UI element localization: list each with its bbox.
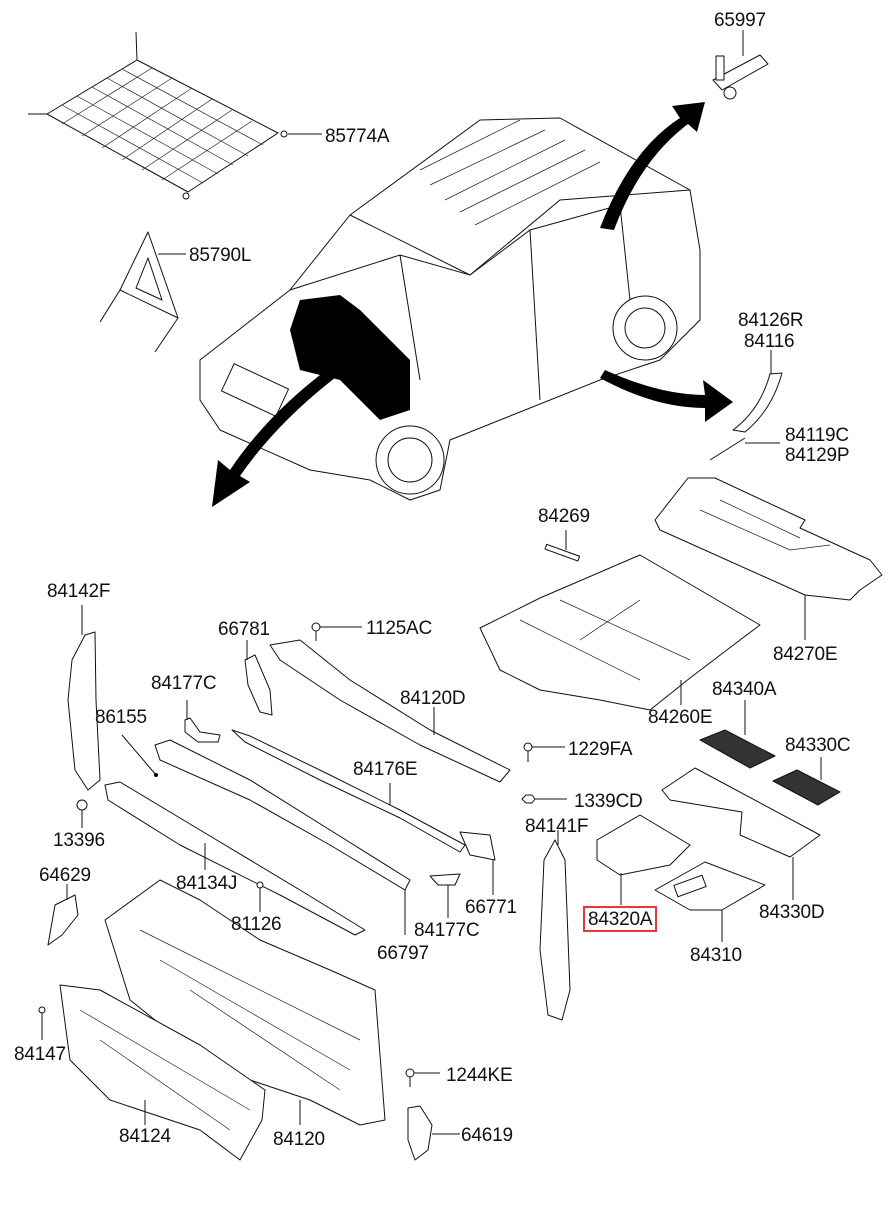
wheel-guard-drawing bbox=[709, 350, 783, 461]
part-label-66797[interactable]: 66797 bbox=[377, 943, 429, 964]
vehicle-drawing bbox=[199, 117, 701, 501]
part-label-64629[interactable]: 64629 bbox=[39, 865, 91, 886]
fasteners-drawing bbox=[38, 622, 567, 1161]
dash-insulators-drawing bbox=[59, 879, 386, 1161]
part-label-65997[interactable]: 65997 bbox=[714, 10, 766, 31]
part-label-86155[interactable]: 86155 bbox=[95, 707, 147, 728]
part-label-84310[interactable]: 84310 bbox=[690, 945, 742, 966]
part-label-84129P[interactable]: 84129P bbox=[785, 445, 850, 466]
part-label-84269[interactable]: 84269 bbox=[538, 506, 590, 527]
part-label-84320A-highlighted[interactable]: 84320A bbox=[583, 906, 658, 932]
side-pads-drawing bbox=[67, 605, 571, 1021]
warning-triangle-drawing bbox=[99, 231, 186, 353]
part-label-84176E[interactable]: 84176E bbox=[353, 759, 418, 780]
front-floor-covering-drawing bbox=[479, 554, 761, 711]
part-label-13396[interactable]: 13396 bbox=[53, 830, 105, 851]
cowl-members-drawing bbox=[104, 639, 511, 936]
part-label-64619[interactable]: 64619 bbox=[461, 1125, 513, 1146]
part-label-84120D[interactable]: 84120D bbox=[400, 688, 466, 709]
part-label-84147[interactable]: 84147 bbox=[14, 1044, 66, 1065]
part-label-1339CD[interactable]: 1339CD bbox=[574, 791, 643, 812]
floor-bracket-84269-drawing bbox=[544, 530, 581, 562]
rear-floor-covering-drawing bbox=[654, 477, 883, 640]
part-label-85774A[interactable]: 85774A bbox=[325, 126, 390, 147]
part-label-84119C[interactable]: 84119C bbox=[785, 425, 849, 446]
floor-mats-drawing bbox=[596, 700, 841, 942]
bracket-65997-drawing bbox=[712, 30, 769, 100]
part-label-84330D[interactable]: 84330D bbox=[759, 902, 825, 923]
part-label-66781[interactable]: 66781 bbox=[218, 619, 270, 640]
part-label-84340A[interactable]: 84340A bbox=[712, 679, 777, 700]
part-label-84120[interactable]: 84120 bbox=[273, 1129, 325, 1150]
part-label-1244KE[interactable]: 1244KE bbox=[446, 1065, 513, 1086]
part-label-66771[interactable]: 66771 bbox=[465, 897, 517, 918]
part-label-84134J[interactable]: 84134J bbox=[176, 873, 238, 894]
callout-arrows bbox=[212, 102, 733, 507]
part-label-84330C[interactable]: 84330C bbox=[785, 735, 851, 756]
part-label-84141F[interactable]: 84141F bbox=[525, 816, 589, 837]
part-label-85790L[interactable]: 85790L bbox=[189, 245, 252, 266]
cargo-net-drawing bbox=[28, 31, 322, 200]
part-label-81126[interactable]: 81126 bbox=[231, 914, 282, 935]
part-label-84177C-bottom[interactable]: 84177C bbox=[414, 920, 480, 941]
part-label-1229FA[interactable]: 1229FA bbox=[568, 739, 633, 760]
part-label-84126R[interactable]: 84126R bbox=[738, 310, 804, 331]
part-label-84116[interactable]: 84116 bbox=[744, 331, 795, 352]
part-label-84177C-top[interactable]: 84177C bbox=[151, 673, 217, 694]
part-label-84260E[interactable]: 84260E bbox=[648, 707, 713, 728]
part-label-1125AC[interactable]: 1125AC bbox=[366, 618, 433, 639]
part-label-84142F[interactable]: 84142F bbox=[47, 581, 111, 602]
part-label-84270E[interactable]: 84270E bbox=[773, 644, 838, 665]
part-label-84124[interactable]: 84124 bbox=[119, 1126, 171, 1147]
